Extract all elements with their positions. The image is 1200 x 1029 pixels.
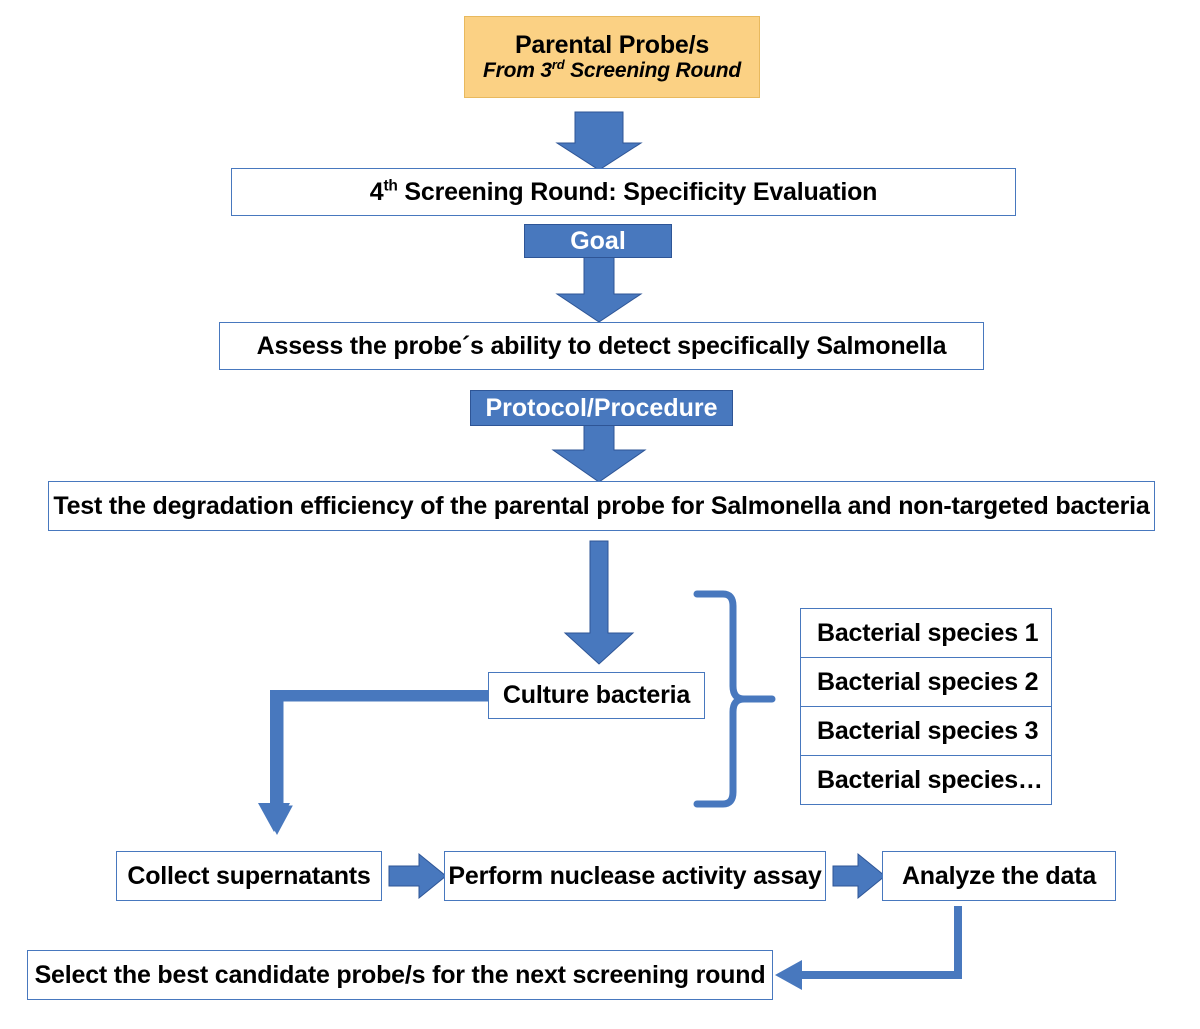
culture-bacteria-box: Culture bacteria — [488, 672, 705, 719]
goal-chip: Goal — [524, 224, 672, 258]
screening-round-box: 4th Screening Round: Specificity Evaluat… — [231, 168, 1016, 216]
select-candidate-box: Select the best candidate probe/s for th… — [27, 950, 773, 1000]
protocol-chip: Protocol/Procedure — [470, 390, 733, 426]
ordinal-superscript-rd: rd — [551, 57, 565, 73]
assess-ability-box: Assess the probe´s ability to detect spe… — [219, 322, 984, 370]
elbow-connector-icon-bottom — [775, 906, 962, 990]
analyze-data-box: Analyze the data — [882, 851, 1116, 901]
down-arrow-icon-1 — [555, 111, 643, 171]
screening-round-label: 4th Screening Round: Specificity Evaluat… — [369, 177, 878, 206]
right-arrow-icon-2 — [832, 852, 886, 900]
test-degradation-box: Test the degradation efficiency of the p… — [48, 481, 1155, 531]
collect-supernatants-box: Collect supernatants — [116, 851, 382, 901]
bacterial-species-box-3: Bacterial species 3 — [800, 706, 1052, 756]
right-arrow-icon-1 — [388, 852, 447, 900]
down-arrow-icon-4 — [563, 540, 635, 665]
ordinal-superscript-th: th — [383, 177, 398, 195]
parental-probe-title: Parental Probe/s — [514, 30, 710, 59]
curly-brace-icon — [693, 590, 776, 808]
nuclease-assay-box: Perform nuclease activity assay — [444, 851, 826, 901]
down-arrow-icon-3 — [551, 421, 647, 483]
bacterial-species-box-1: Bacterial species 1 — [800, 608, 1052, 658]
elbow-connector-icon-left — [258, 690, 490, 836]
bacterial-species-box-2: Bacterial species 2 — [800, 657, 1052, 707]
bacterial-species-box-4: Bacterial species… — [800, 755, 1052, 805]
down-arrow-icon-2 — [555, 254, 643, 323]
parental-probe-box: Parental Probe/s From 3rd Screening Roun… — [464, 16, 760, 98]
parental-probe-subtitle: From 3rd Screening Round — [483, 57, 741, 83]
